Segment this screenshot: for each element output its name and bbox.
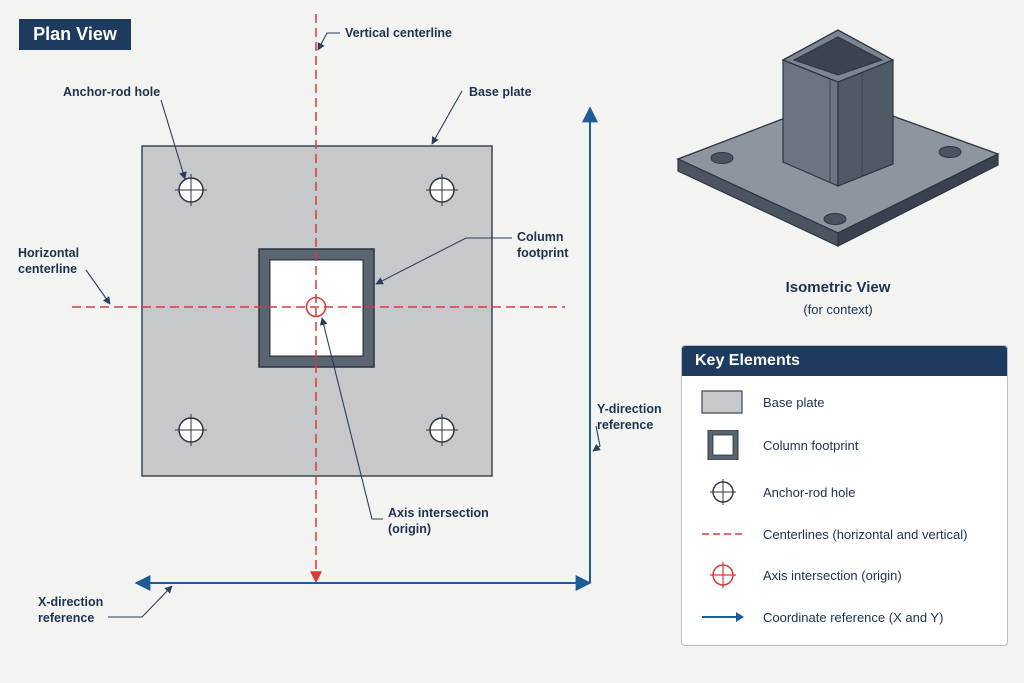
isometric-view-drawing bbox=[676, 29, 1000, 247]
vertical-centerline-label: Vertical centerline bbox=[345, 26, 453, 40]
base-plate-label: Base plate bbox=[469, 85, 532, 99]
key-elements-panel: Key Elements Base plate Column footprint… bbox=[681, 345, 1008, 646]
anchor-rod-hole-label: Anchor-rod hole bbox=[63, 85, 161, 99]
isometric-view-title: Isometric View bbox=[785, 279, 891, 296]
key-item-column-footprint: Column footprint bbox=[682, 430, 1007, 460]
anchor-rod-hole-bottom-right bbox=[426, 414, 458, 446]
arrow-right-icon bbox=[702, 612, 744, 622]
dashed-centerline-icon bbox=[702, 533, 744, 535]
key-item-label: Anchor-rod hole bbox=[763, 484, 856, 500]
key-item-label: Column footprint bbox=[763, 437, 859, 453]
key-item-label: Centerlines (horizontal and vertical) bbox=[763, 526, 968, 542]
anchor-rod-hole-top-left bbox=[175, 174, 207, 206]
key-item-coordinate-reference: Coordinate reference (X and Y) bbox=[682, 602, 1007, 632]
y-direction-reference-label: Y-direction reference bbox=[597, 402, 662, 432]
leader-lines bbox=[85, 32, 601, 618]
axis-intersection-icon bbox=[710, 562, 736, 588]
column-footprint-swatch-icon bbox=[707, 430, 739, 460]
axis-intersection-symbol bbox=[305, 296, 327, 318]
key-item-axis-intersection: Axis intersection (origin) bbox=[682, 560, 1007, 590]
anchor-rod-hole-bottom-left bbox=[175, 414, 207, 446]
key-item-label: Coordinate reference (X and Y) bbox=[763, 609, 944, 625]
anchor-rod-hole-icon bbox=[710, 479, 736, 505]
plan-view-title: Plan View bbox=[19, 19, 131, 50]
column-footprint-label: Column footprint bbox=[517, 230, 569, 260]
base-plate-swatch-icon bbox=[701, 390, 743, 414]
x-direction-reference-label: X-direction reference bbox=[38, 595, 104, 625]
key-item-label: Base plate bbox=[763, 394, 825, 410]
key-item-centerlines: Centerlines (horizontal and vertical) bbox=[682, 519, 1007, 549]
anchor-rod-hole-top-right bbox=[426, 174, 458, 206]
axis-intersection-label: Axis intersection (origin) bbox=[388, 506, 489, 536]
horizontal-centerline-label: Horizontal centerline bbox=[18, 246, 80, 276]
key-item-anchor-rod-hole: Anchor-rod hole bbox=[682, 477, 1007, 507]
key-item-base-plate: Base plate bbox=[682, 387, 1007, 417]
key-item-label: Axis intersection (origin) bbox=[763, 567, 902, 583]
key-elements-title: Key Elements bbox=[682, 346, 1007, 376]
isometric-view-subtitle: (for context) bbox=[803, 302, 873, 317]
